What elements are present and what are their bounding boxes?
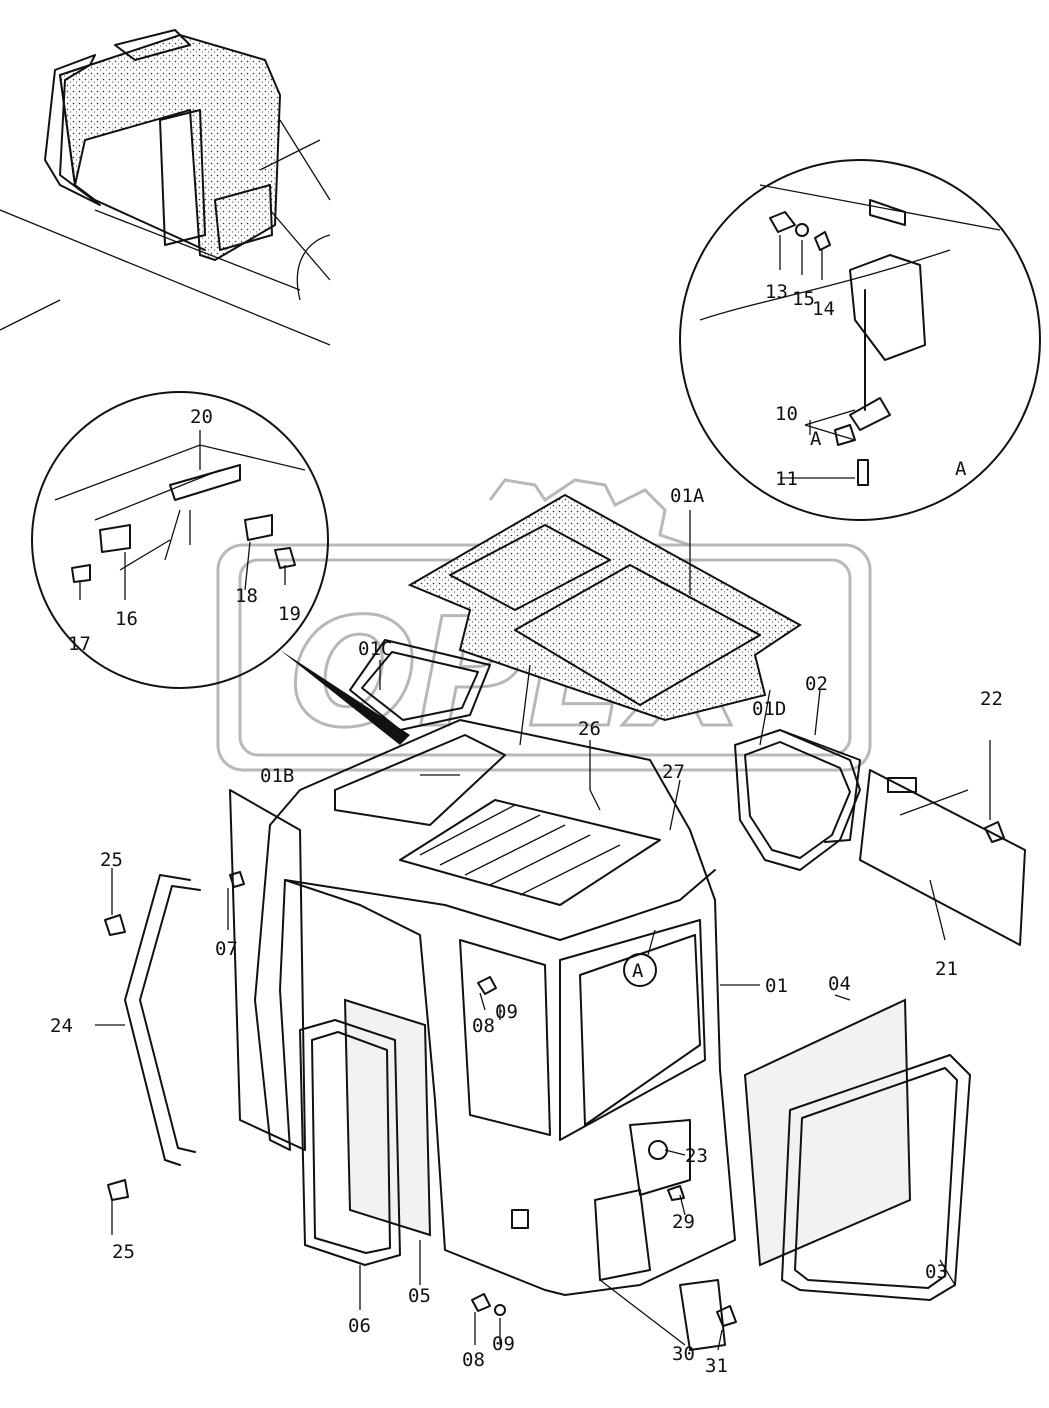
label-08-upper: 08 [472,1015,495,1037]
label-13: 13 [765,281,788,303]
label-22: 22 [980,688,1003,710]
label-21: 21 [935,958,958,980]
label-10: 10 [775,403,798,425]
side-window-right [743,998,971,1301]
label-02: 02 [805,673,828,695]
label-01: 01 [765,975,788,997]
label-01c: 01C [358,638,392,660]
label-a-detail: A [810,428,822,450]
label-31: 31 [705,1355,728,1377]
leader-wedge [280,650,410,745]
side-window-left [299,998,432,1266]
rear-window [734,729,861,871]
handrail [124,874,201,1166]
label-09-lower: 09 [492,1333,515,1355]
part-labels: 01A 01C 01B 01D 02 26 27 22 21 01 04 03 … [50,281,1003,1377]
label-29: 29 [672,1211,695,1233]
fasteners [104,821,1005,1351]
roof-panel-21 [859,769,1026,946]
label-18: 18 [235,585,258,607]
label-30: 30 [672,1343,695,1365]
label-11: 11 [775,468,798,490]
label-04: 04 [828,973,851,995]
label-26: 26 [578,718,601,740]
label-01a: 01A [670,485,705,507]
label-a-circle: A [955,458,967,480]
label-05: 05 [408,1285,431,1307]
label-25-bottom: 25 [112,1241,135,1263]
label-27: 27 [662,761,685,783]
label-24: 24 [50,1015,73,1037]
callout-a: A [623,929,657,987]
cab-body [229,719,736,1296]
label-14: 14 [812,298,835,320]
label-08-lower: 08 [462,1349,485,1371]
leader-lines [79,235,991,1351]
detail-circle-hinge [31,391,329,689]
label-15: 15 [792,288,815,310]
label-19: 19 [278,603,301,625]
cab-overview-thumbnail [0,29,331,346]
label-01d: 01D [752,698,786,720]
label-07: 07 [215,938,238,960]
label-16: 16 [115,608,138,630]
label-25-top: 25 [100,849,123,871]
label-09-upper: 09 [495,1001,518,1023]
label-17: 17 [68,633,91,655]
callout-a-letter: A [632,960,644,982]
label-23: 23 [685,1145,708,1167]
label-03: 03 [925,1261,948,1283]
label-20: 20 [190,406,213,428]
label-01b: 01B [260,765,294,787]
label-06: 06 [348,1315,371,1337]
detail-circle-a [679,159,1041,521]
roof-mat [407,493,802,722]
